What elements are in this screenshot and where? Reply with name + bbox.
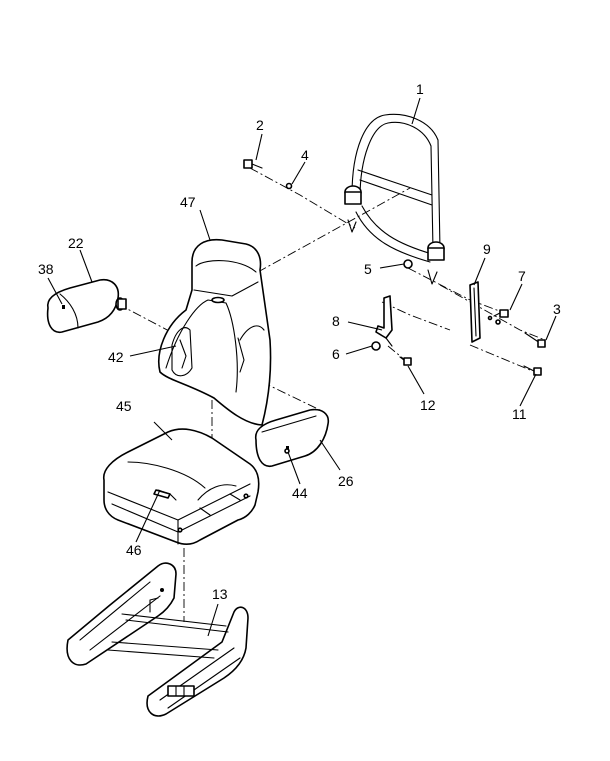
callout-11: 11: [512, 406, 527, 422]
callout-44: 44: [292, 485, 308, 501]
callout-45: 45: [116, 398, 132, 414]
callout-5: 5: [364, 261, 372, 277]
bolt-11: [523, 365, 542, 376]
backrest-frame: [344, 113, 445, 285]
callout-38: 38: [38, 261, 54, 277]
callout-42: 42: [108, 349, 124, 365]
callout-6: 6: [332, 346, 340, 362]
bolt-7: [493, 309, 509, 318]
bolt-3: [524, 332, 546, 348]
callout-9: 9: [483, 241, 491, 257]
leader-lines: [47, 97, 557, 637]
callout-4: 4: [301, 147, 309, 163]
nut-6: [371, 341, 381, 351]
callout-7: 7: [518, 268, 526, 284]
callout-labels: 1 2 3 4 5 6 7 8 9 11 12 13 22 26 38 42 4…: [38, 81, 561, 602]
callout-13: 13: [212, 586, 228, 602]
right-armrest: [254, 408, 330, 467]
callout-3: 3: [553, 301, 561, 317]
callout-8: 8: [332, 313, 340, 329]
seat-back-cushion: [158, 238, 272, 426]
callout-47: 47: [180, 194, 196, 210]
bolt-2: [243, 159, 263, 169]
callout-1: 1: [416, 81, 424, 97]
bolt-12: [399, 356, 412, 366]
bracket: [375, 295, 393, 347]
left-armrest: [46, 278, 127, 333]
mounting-plate: [469, 281, 481, 343]
seat-cushion: [103, 428, 260, 545]
washer-4: [285, 182, 293, 190]
callout-12: 12: [420, 397, 436, 413]
adjust-handle-46: [153, 489, 171, 499]
callout-22: 22: [68, 235, 84, 251]
assembly-centerlines: [117, 167, 546, 622]
seat-base-frame: [66, 562, 249, 717]
callout-26: 26: [338, 473, 354, 489]
nut-5: [403, 259, 413, 269]
callout-2: 2: [256, 117, 264, 133]
callout-46: 46: [126, 542, 142, 558]
